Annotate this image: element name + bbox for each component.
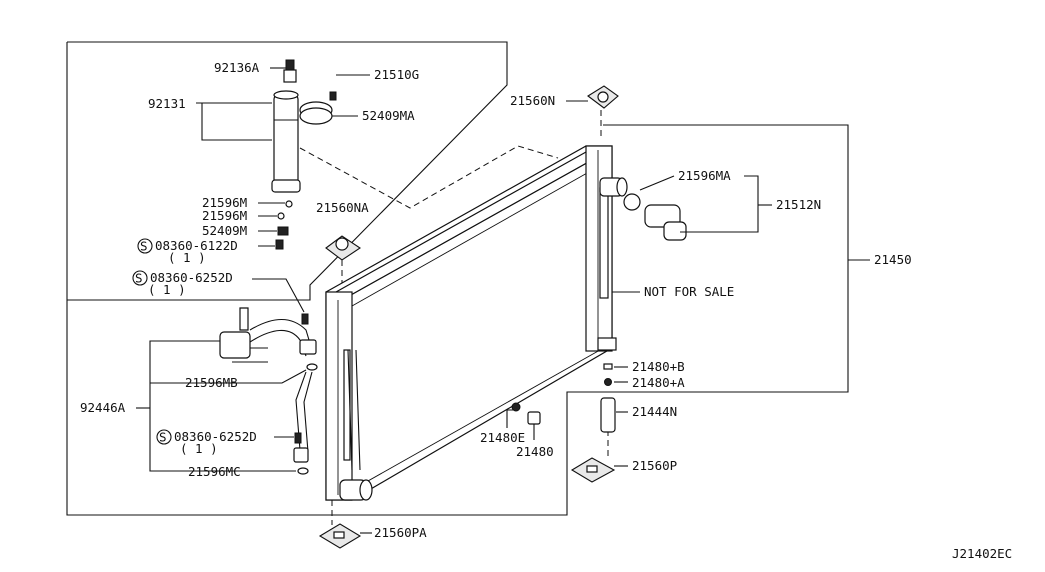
label-21560p: 21560P bbox=[632, 458, 677, 473]
radiator-side-pipe bbox=[347, 349, 361, 471]
lower-mount-left bbox=[318, 523, 362, 549]
assembly-frame-lower bbox=[66, 42, 849, 516]
left-upper-mount bbox=[325, 235, 361, 261]
label-21512n: 21512N bbox=[776, 197, 821, 212]
label-52409m: 52409M bbox=[202, 223, 247, 238]
drain-plug-21480b bbox=[603, 363, 613, 370]
label-21480e: 21480E bbox=[480, 430, 525, 445]
label-21560na: 21560NA bbox=[316, 200, 369, 215]
label-21596m-1: 21596M bbox=[202, 195, 247, 210]
o-ring-21596m-2 bbox=[277, 212, 285, 220]
label-08360-6122d: 08360-6122D bbox=[155, 238, 238, 253]
bolt-symbol-s-2 bbox=[132, 270, 148, 286]
label-21596ma: 21596MA bbox=[678, 168, 731, 183]
label-21450: 21450 bbox=[874, 252, 912, 267]
label-92131: 92131 bbox=[148, 96, 186, 111]
bolt-08360-6252d-a bbox=[301, 313, 309, 325]
drain-cock-21480e bbox=[511, 402, 521, 412]
label-21596mb: 21596MB bbox=[185, 375, 238, 390]
pressure-switch bbox=[283, 59, 297, 83]
label-52409ma: 52409MA bbox=[362, 108, 415, 123]
label-not-for-sale: NOT FOR SALE bbox=[644, 284, 734, 299]
label-08360-6252d-a: 08360-6252D bbox=[150, 270, 233, 285]
water-outlet bbox=[623, 193, 687, 241]
leader-92446a-bracket bbox=[149, 340, 296, 472]
leader-08360-6252d-a bbox=[252, 278, 305, 313]
label-21444n: 21444N bbox=[632, 404, 677, 419]
label-21560pa: 21560PA bbox=[374, 525, 427, 540]
bracket-tab-right bbox=[597, 337, 617, 351]
lower-hose-neck bbox=[339, 479, 373, 501]
label-21596m-2: 21596M bbox=[202, 208, 247, 223]
assembly-frame-outline bbox=[67, 41, 508, 301]
leader-21480e bbox=[506, 409, 514, 428]
bolt-symbol-s-2-letter: S bbox=[135, 271, 143, 286]
label-08360-6252d-b-qty: ( 1 ) bbox=[180, 441, 218, 456]
drain-cock-21480 bbox=[527, 411, 541, 425]
leader-21596mb bbox=[150, 369, 307, 384]
leader-21512n bbox=[680, 175, 759, 233]
label-08360-6252d-a-qty: ( 1 ) bbox=[148, 282, 186, 297]
bolt-symbol-s-3 bbox=[156, 429, 172, 445]
radiator-core bbox=[325, 145, 613, 501]
label-08360-6252d-b: 08360-6252D bbox=[174, 429, 257, 444]
drier-bracket bbox=[299, 91, 337, 125]
bolt-08360-6252d-b bbox=[294, 432, 302, 444]
leader-21596ma bbox=[639, 175, 675, 191]
bolt-symbol-s-1 bbox=[137, 238, 153, 254]
label-92446a: 92446A bbox=[80, 400, 126, 415]
upper-mount-rubber bbox=[587, 85, 619, 109]
drain-plug-21480a bbox=[604, 378, 612, 386]
o-ring-21596m-1 bbox=[285, 200, 293, 208]
label-21596mc: 21596MC bbox=[188, 464, 241, 479]
bolt-08360-6122d bbox=[275, 239, 284, 250]
label-08360-6122d-qty: ( 1 ) bbox=[168, 250, 206, 265]
label-92136a: 92136A bbox=[214, 60, 260, 75]
label-21560n: 21560N bbox=[510, 93, 555, 108]
oil-cooler-pipes bbox=[219, 307, 317, 463]
label-21480b: 21480+B bbox=[632, 359, 685, 374]
leader-92131 bbox=[196, 102, 272, 141]
o-ring-21596mb bbox=[306, 363, 318, 371]
label-21480: 21480 bbox=[516, 444, 554, 459]
hose-21444n bbox=[600, 397, 616, 433]
label-21480a: 21480+A bbox=[632, 375, 685, 390]
diagram-code: J21402EC bbox=[952, 546, 1012, 561]
o-ring-21596mc bbox=[297, 467, 309, 475]
receiver-drier bbox=[271, 90, 301, 193]
label-21510g: 21510G bbox=[374, 67, 419, 82]
clip-52409m bbox=[277, 226, 289, 236]
upper-hose-neck bbox=[599, 177, 628, 197]
lower-mount-right bbox=[570, 457, 616, 483]
bolt-symbol-s-3-letter: S bbox=[159, 430, 167, 445]
drier-mount-dash bbox=[299, 145, 559, 209]
bolt-symbol-s-1-letter: S bbox=[140, 239, 148, 254]
